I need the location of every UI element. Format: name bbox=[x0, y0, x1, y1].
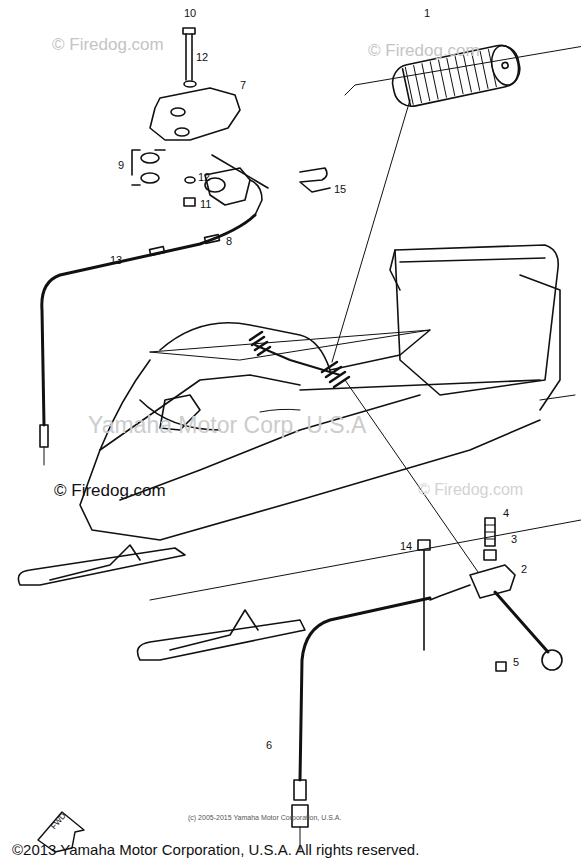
callout-number: 11 bbox=[200, 199, 211, 210]
callout-number: 10 bbox=[184, 8, 196, 19]
callout-number: 5 bbox=[513, 657, 519, 668]
watermark: © Firedog.com bbox=[368, 42, 480, 59]
watermark: Yamaha Motor Corp. U.S.A bbox=[88, 414, 366, 437]
watermark: © Firedog.com bbox=[418, 482, 523, 498]
callout-number: 12 bbox=[196, 52, 208, 63]
callout-number: 3 bbox=[511, 534, 517, 545]
callout-number: 6 bbox=[266, 740, 272, 751]
callout-number: 7 bbox=[240, 80, 246, 91]
callout-number: 2 bbox=[521, 564, 527, 575]
callout-number: 15 bbox=[334, 184, 346, 195]
callout-number: 9 bbox=[118, 160, 124, 171]
handlebar bbox=[250, 332, 349, 387]
bracket-assembly bbox=[132, 28, 330, 215]
callout-number: 1 bbox=[424, 8, 430, 19]
skis bbox=[18, 545, 305, 660]
direction-label: FWD bbox=[50, 812, 68, 831]
watermark: © Firedog.com bbox=[54, 482, 166, 499]
brake-lever bbox=[418, 518, 562, 671]
callout-number: 4 bbox=[503, 508, 509, 519]
callout-number: 8 bbox=[226, 236, 232, 247]
copyright-line: ©2013 Yamaha Motor Corporation, U.S.A. A… bbox=[12, 842, 419, 857]
callout-number: 12 bbox=[198, 172, 210, 183]
watermark: © Firedog.com bbox=[52, 36, 164, 53]
callout-number: 13 bbox=[110, 255, 122, 266]
brake-cable bbox=[292, 598, 430, 850]
callout-number: 14 bbox=[400, 541, 412, 552]
copyright-note: (c) 2005-2015 Yamaha Motor Corporation, … bbox=[188, 814, 341, 821]
